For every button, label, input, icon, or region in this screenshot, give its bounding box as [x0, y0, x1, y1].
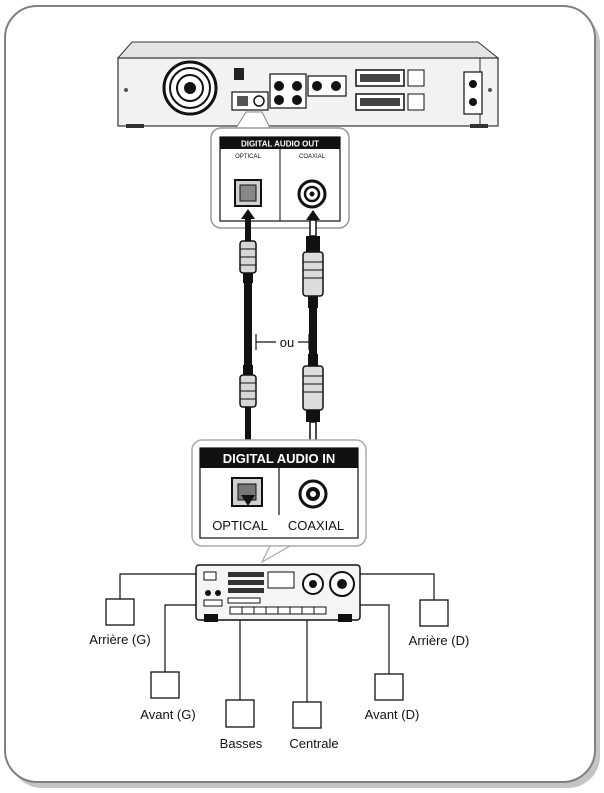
frame-border — [4, 5, 596, 783]
dvd-player — [116, 41, 500, 129]
in-panel-title-bar — [200, 448, 358, 468]
out-optical-port-icon — [234, 179, 262, 207]
digital-audio-in-panel: DIGITAL AUDIO IN OPTICAL COAXIAL — [191, 439, 367, 564]
or-connector: ou — [255, 334, 310, 350]
in-coaxial-label: COAXIAL — [288, 518, 344, 533]
in-panel-title: DIGITAL AUDIO IN — [223, 451, 335, 466]
speaker-center — [292, 701, 322, 729]
speaker-wiring — [119, 573, 435, 702]
digital-audio-out-panel: DIGITAL AUDIO OUT OPTICAL COAXIAL — [210, 127, 350, 229]
label-front-right: Avant (D) — [365, 707, 420, 722]
label-center: Centrale — [289, 736, 338, 751]
speaker-rear-left — [105, 598, 135, 626]
out-coaxial-label: COAXIAL — [299, 154, 326, 160]
label-rear-right: Arrière (D) — [409, 633, 470, 648]
out-coaxial-port-icon — [297, 179, 327, 209]
label-rear-left: Arrière (G) — [89, 632, 150, 647]
out-optical-label: OPTICAL — [235, 154, 261, 160]
or-label: ou — [280, 335, 294, 350]
in-coaxial-port-icon — [298, 479, 328, 509]
speaker-rear-right — [419, 599, 449, 627]
speaker-subwoofer — [225, 699, 255, 728]
label-subwoofer: Basses — [220, 736, 263, 751]
speaker-front-left — [150, 671, 180, 699]
out-panel-title: DIGITAL AUDIO OUT — [241, 140, 319, 149]
av-receiver — [195, 564, 361, 622]
in-optical-label: OPTICAL — [212, 518, 268, 533]
label-front-left: Avant (G) — [140, 707, 195, 722]
out-panel-title-bar — [220, 137, 340, 149]
speaker-front-right — [374, 673, 404, 701]
in-optical-port-icon — [231, 477, 263, 507]
fan-icon — [162, 60, 218, 116]
